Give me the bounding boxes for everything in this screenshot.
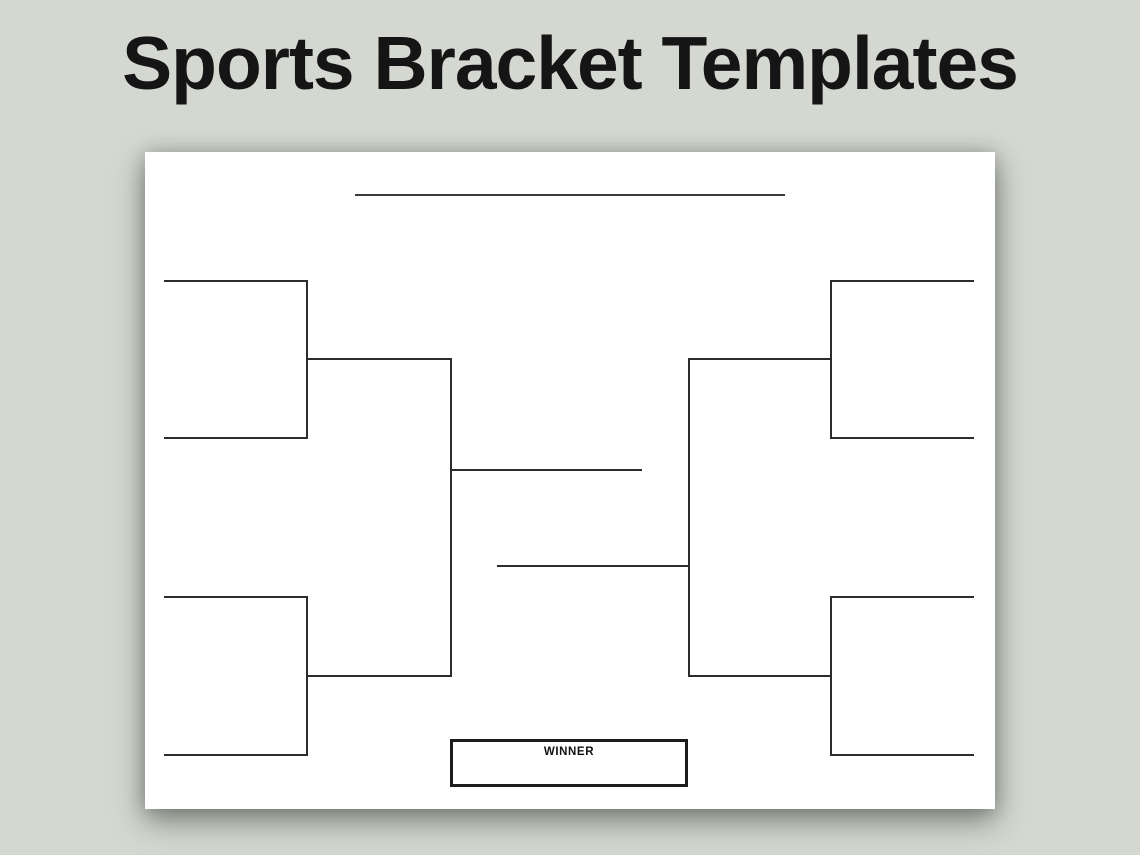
round1-right-slot2-line bbox=[830, 437, 974, 439]
final-left-slot-line bbox=[450, 469, 642, 471]
poster-title: Sports Bracket Templates bbox=[122, 21, 1019, 105]
round1-left-slot3-line bbox=[164, 596, 308, 598]
round1-right-slot1-line bbox=[830, 280, 974, 282]
bracket-template-page: WINNER bbox=[145, 152, 995, 809]
round1-right-slot4-line bbox=[830, 754, 974, 756]
round1-right-slot3-line bbox=[830, 596, 974, 598]
round1-right-bottom-connector bbox=[830, 596, 832, 756]
winner-label: WINNER bbox=[543, 746, 595, 758]
semifinal-right-slot1-line bbox=[688, 358, 832, 360]
semifinal-right-slot2-line bbox=[688, 675, 832, 677]
round1-left-slot2-line bbox=[164, 437, 308, 439]
round1-right-top-connector bbox=[830, 280, 832, 439]
round1-left-slot4-line bbox=[164, 754, 308, 756]
winner-box: WINNER bbox=[450, 739, 688, 787]
semifinal-left-slot1-line bbox=[308, 358, 452, 360]
semifinal-left-slot2-line bbox=[308, 675, 452, 677]
final-right-slot-line bbox=[497, 565, 690, 567]
semifinal-left-connector bbox=[450, 358, 452, 677]
round1-left-top-connector bbox=[306, 280, 308, 439]
semifinal-right-connector bbox=[688, 358, 690, 677]
round1-left-bottom-connector bbox=[306, 596, 308, 756]
tournament-name-line bbox=[355, 194, 785, 196]
round1-left-slot1-line bbox=[164, 280, 308, 282]
